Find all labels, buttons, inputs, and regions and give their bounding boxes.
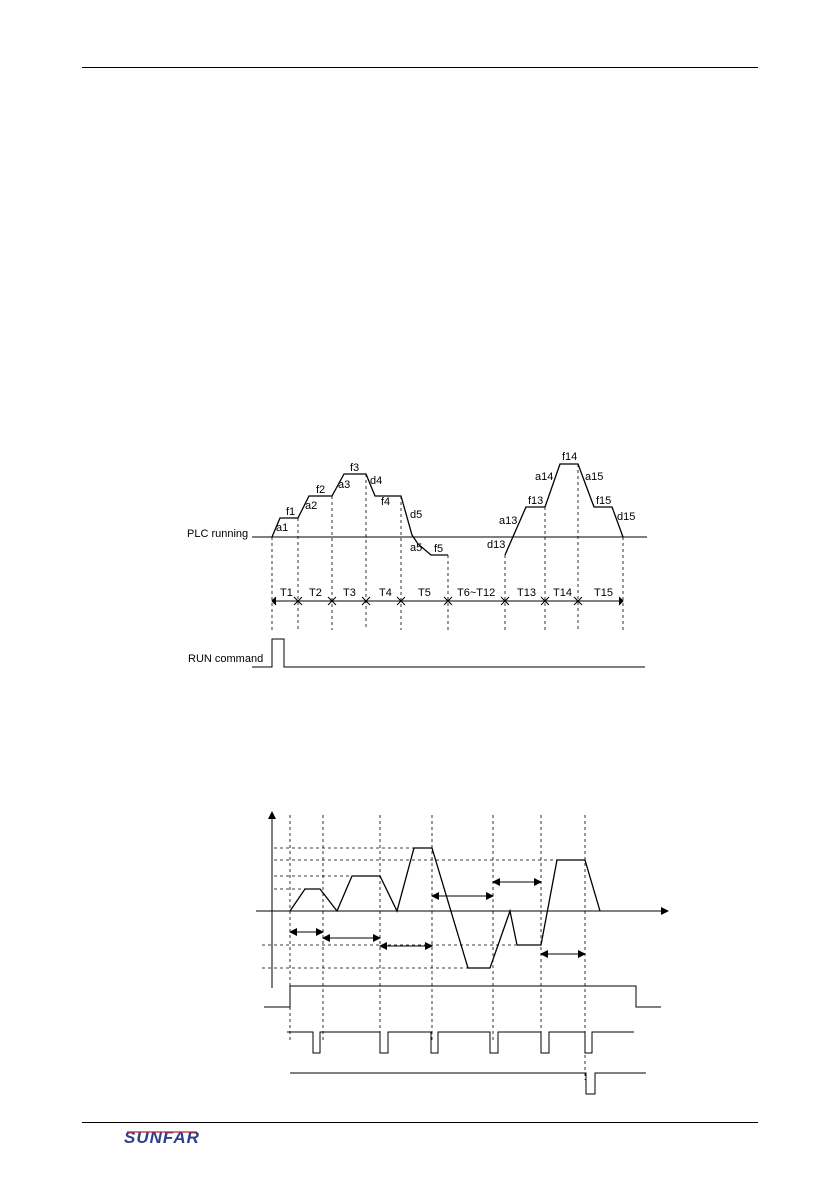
logo-text: SUNFAR bbox=[124, 1128, 200, 1147]
